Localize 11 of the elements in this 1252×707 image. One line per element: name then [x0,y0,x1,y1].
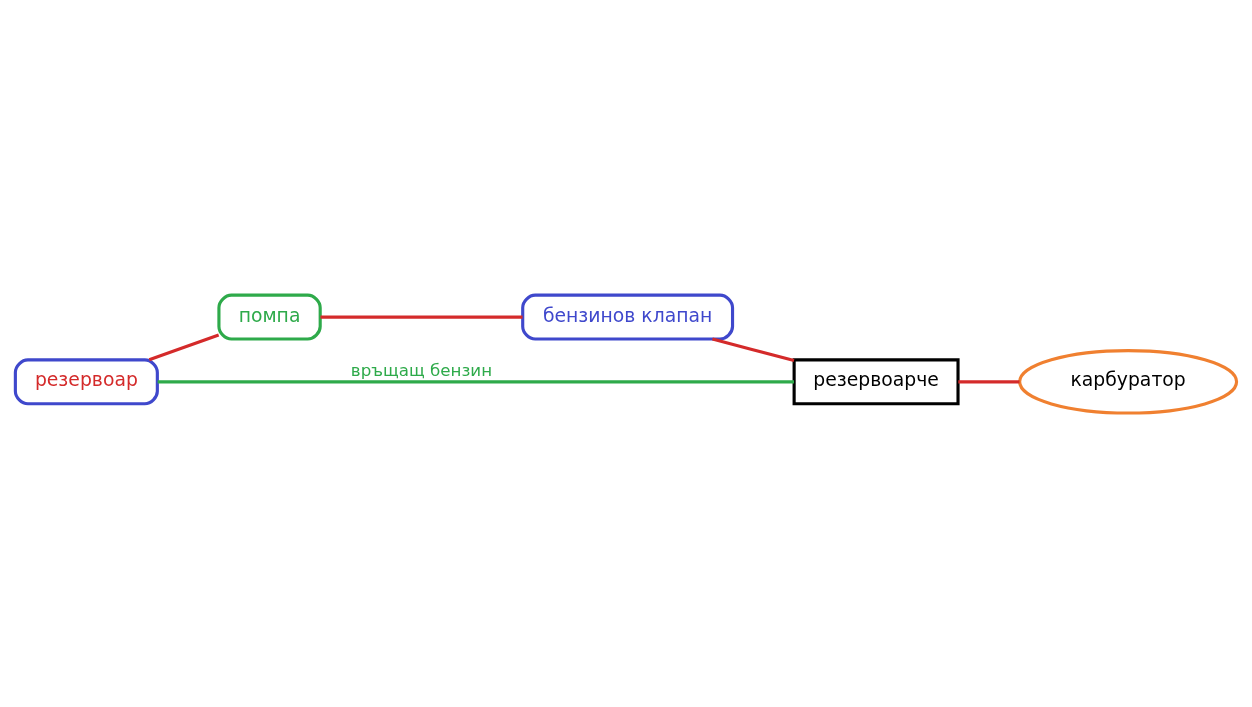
node-ellipse: карбуратор [1018,348,1239,415]
edge-label: връщащ бензин [350,359,493,380]
node-box: помпа [217,293,322,341]
node-box: бензинов клапан [521,293,735,341]
connector [712,337,795,362]
node-box: резервоарче [792,357,960,405]
connector [958,379,1020,383]
node-box: резервоар [13,357,159,405]
connector [148,332,220,361]
connector [320,315,523,319]
connector [157,379,794,383]
